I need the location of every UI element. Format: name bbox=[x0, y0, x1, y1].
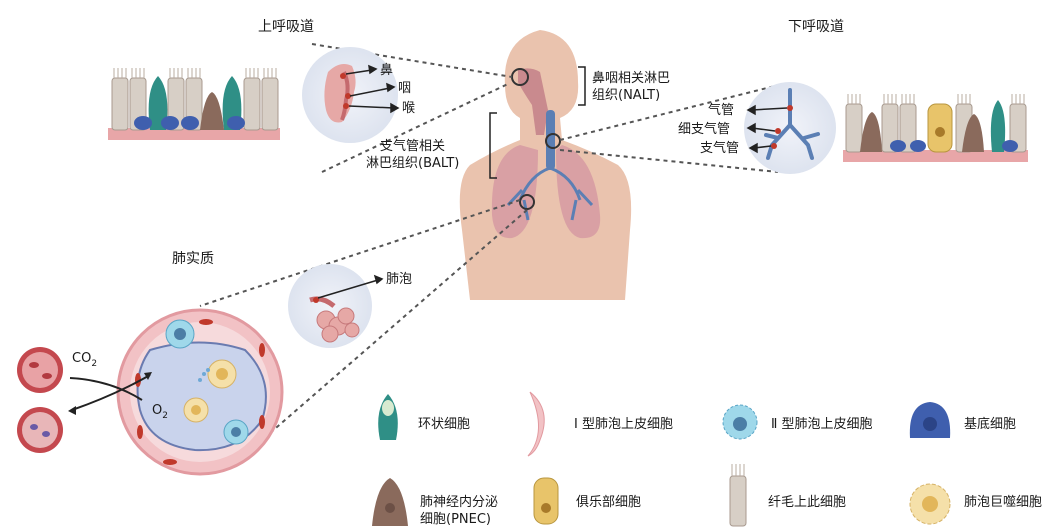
trachea-label: 气管 bbox=[708, 102, 734, 118]
legend: 环状细胞 Ⅰ 型肺泡上皮细胞 Ⅱ 型肺泡上皮细胞 基底细胞 肺神经内分泌 细胞(… bbox=[372, 392, 1042, 527]
trachea-shape bbox=[546, 110, 555, 170]
legend-label-pnec-line1: 肺神经内分泌 bbox=[420, 494, 498, 510]
lower-epithelium bbox=[843, 94, 1028, 162]
bronchi-inset bbox=[744, 82, 836, 174]
pharynx-label: 咽 bbox=[398, 81, 411, 96]
legend-label-type2: Ⅱ 型肺泡上皮细胞 bbox=[771, 417, 873, 432]
club-cell-icon bbox=[534, 478, 558, 524]
ciliated-cell-icon bbox=[730, 464, 746, 526]
head-inset bbox=[302, 47, 398, 143]
nalt-label-line2: 组织(NALT) bbox=[592, 88, 660, 103]
basal-cell-icon bbox=[910, 402, 950, 438]
legend-label-basal: 基底细胞 bbox=[964, 416, 1016, 432]
co2-arrowhead bbox=[68, 406, 76, 415]
lower-airway-title: 下呼吸道 bbox=[788, 19, 844, 35]
legend-label-type1: Ⅰ 型肺泡上皮细胞 bbox=[574, 417, 673, 432]
parenchyma-title: 肺实质 bbox=[172, 251, 214, 267]
nose-label: 鼻 bbox=[380, 62, 393, 78]
balt-label-line2: 淋巴组织(BALT) bbox=[366, 156, 459, 171]
guide-lines bbox=[200, 44, 778, 440]
bronchus-label: 支气管 bbox=[700, 140, 739, 156]
type2-alveolar-cell-icon bbox=[723, 405, 757, 439]
goblet-cell-icon bbox=[378, 394, 398, 440]
red-blood-cells bbox=[17, 347, 63, 453]
alveolus-inset bbox=[288, 264, 372, 348]
type1-alveolar-cell-icon bbox=[528, 392, 544, 456]
legend-label-macrophage: 肺泡巨噬细胞 bbox=[964, 495, 1042, 510]
legend-label-club: 俱乐部细胞 bbox=[576, 495, 641, 510]
upper-airway-title: 上呼吸道 bbox=[258, 19, 314, 35]
nalt-bracket bbox=[578, 67, 585, 105]
balt-label-line1: 支气管相关 bbox=[380, 138, 445, 154]
alveolus-label: 肺泡 bbox=[386, 272, 412, 287]
legend-label-pnec-line2: 细胞(PNEC) bbox=[420, 512, 491, 527]
larynx-label: 喉 bbox=[402, 101, 415, 116]
pnec-icon bbox=[372, 478, 408, 526]
nalt-label-line1: 鼻咽相关淋巴 bbox=[592, 70, 670, 86]
legend-label-ciliated: 纤毛上此细胞 bbox=[768, 495, 846, 510]
legend-label-goblet: 环状细胞 bbox=[418, 417, 470, 432]
bronchiole-label: 细支气管 bbox=[678, 121, 730, 137]
co2-label: CO2 bbox=[72, 351, 97, 369]
alveolus-detail bbox=[118, 310, 282, 474]
alveolar-macrophage-icon bbox=[910, 484, 950, 524]
upper-epithelium bbox=[108, 68, 280, 140]
